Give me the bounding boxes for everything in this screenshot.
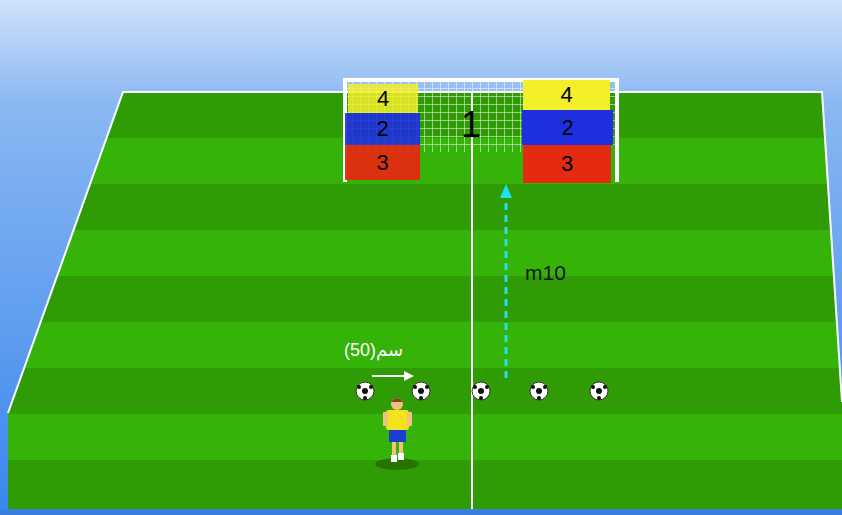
goal-frame: [345, 80, 617, 182]
zone-number: 1: [461, 107, 481, 143]
zone-box: 4: [348, 84, 418, 113]
balls: [356, 382, 608, 400]
player: [375, 398, 419, 470]
spacing-label: (50)سم: [344, 341, 403, 359]
zone-number: 4: [560, 84, 572, 106]
zone-number: 2: [376, 118, 388, 140]
zone-box: 4: [523, 80, 610, 110]
zone-number: 2: [561, 117, 573, 139]
bottom-edge: [0, 509, 842, 515]
center-line: [471, 92, 473, 512]
distance-arrow: [505, 196, 508, 378]
zone-number: 4: [377, 88, 389, 110]
goal-net: [345, 80, 617, 152]
arrow-head: [500, 184, 512, 198]
zone-box: 3: [345, 145, 420, 180]
grass: [0, 92, 842, 515]
zone-box: 2: [522, 110, 613, 145]
goal-zone: 1: [422, 100, 520, 150]
arrow-head: [404, 371, 414, 381]
spacing-arrow: [372, 375, 406, 377]
zone-box: 3: [523, 145, 611, 183]
zone-number: 3: [561, 153, 573, 175]
zone-box: 2: [345, 113, 420, 145]
distance-label: m10: [525, 262, 566, 283]
zone-number: 3: [376, 152, 388, 174]
